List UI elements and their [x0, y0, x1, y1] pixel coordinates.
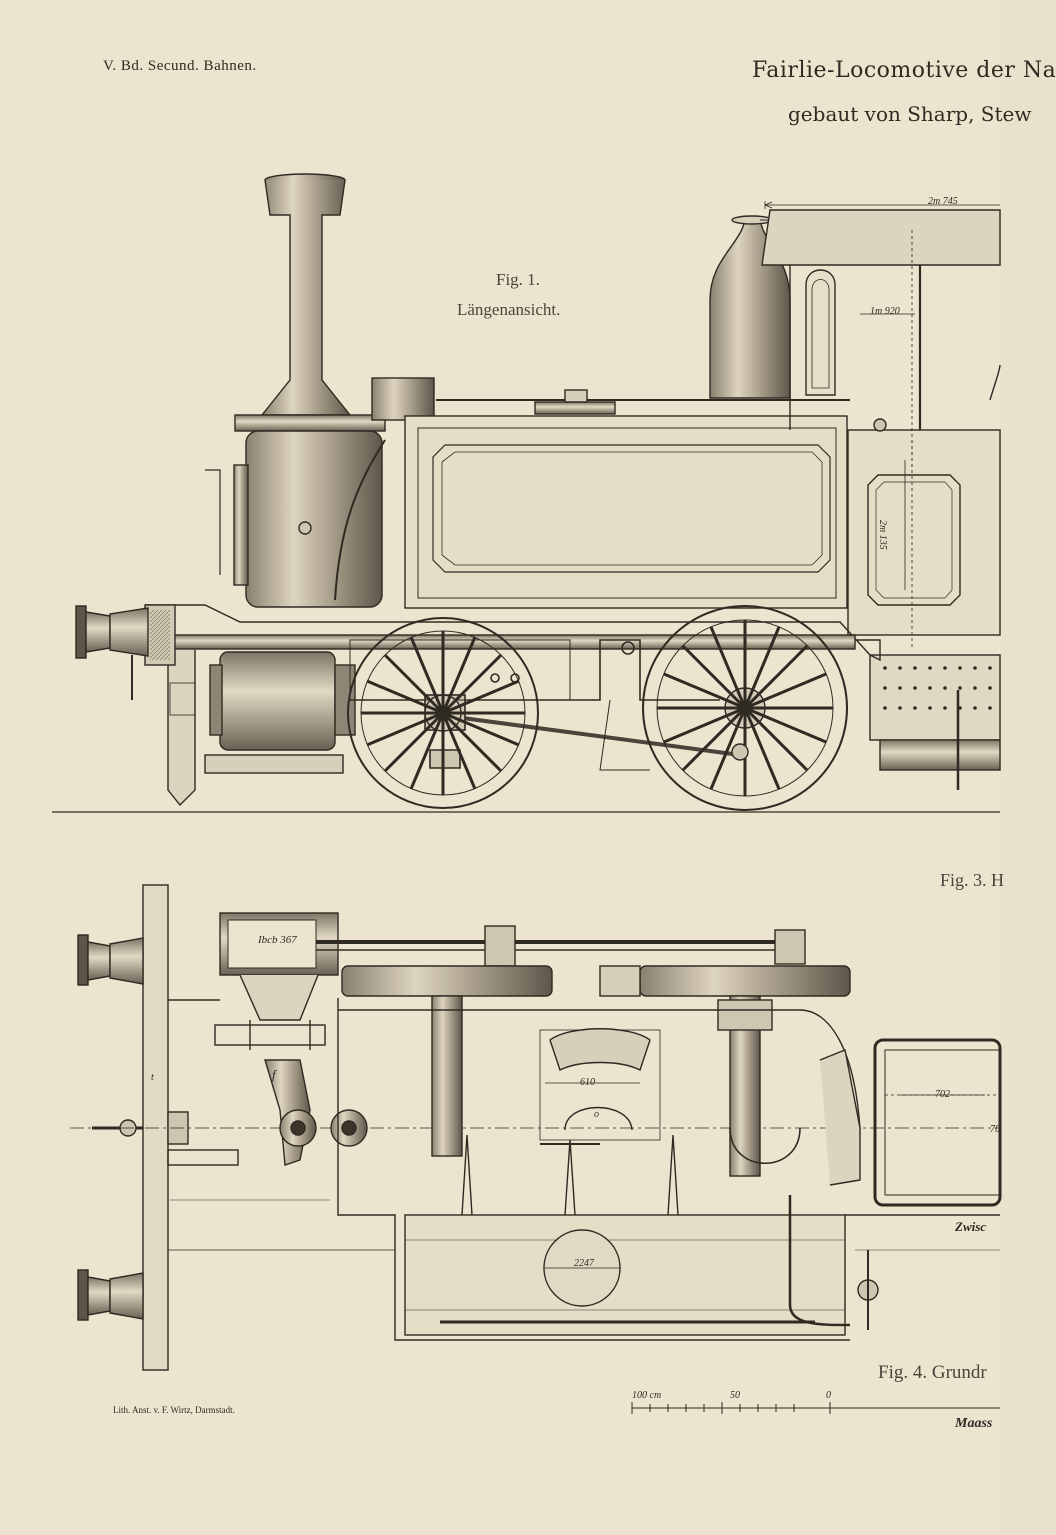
chimney: [234, 173, 386, 432]
plan-wheel-front: [341, 965, 553, 1157]
plan-wheel-rear: [639, 965, 851, 1177]
letter-f: f: [272, 1067, 276, 1082]
smokebox: [205, 430, 386, 608]
dim-cab-width: 2m 745: [928, 196, 958, 207]
letter-o: o: [594, 1109, 599, 1120]
letter-t: t: [151, 1072, 154, 1083]
plate-title: Fairlie-Locomotive der Na: [752, 58, 1056, 83]
cab: [760, 209, 1001, 790]
plan-cylinder: [214, 912, 368, 1166]
scale-label-100: 100 cm: [632, 1390, 662, 1401]
dim-cab-height: 1m 920: [870, 306, 900, 317]
valve-gear: [349, 639, 741, 771]
buffer-beam: [142, 884, 169, 1371]
front-buffer: [75, 605, 149, 700]
volume-label: V. Bd. Secund. Bahnen.: [103, 58, 257, 74]
figure-4-label: Fig. 4. Grundr: [878, 1362, 987, 1383]
plan-buffer-lower: [77, 1269, 144, 1321]
figure-1-label: Fig. 1.: [496, 270, 540, 289]
scale-bar: [631, 1402, 1000, 1414]
scale-label-0: 0: [826, 1390, 831, 1401]
engraving-plate: V. Bd. Secund. Bahnen. Fairlie-Locomotiv…: [52, 58, 1056, 1431]
plan-buffer-upper: [77, 934, 144, 986]
elevation-view: [52, 173, 1001, 813]
scale-label-50: 50: [730, 1390, 740, 1401]
lithographer-credit: Lith. Anst. v. F. Wirtz, Darmstadt.: [113, 1405, 235, 1415]
dim-firebox: 702: [935, 1089, 950, 1100]
note-zwischen: Zwisc: [955, 1219, 987, 1234]
dim-frame-span: 610: [580, 1077, 595, 1088]
figure-3-label: Fig. 3. H: [940, 870, 1005, 890]
cylinder: [204, 651, 356, 774]
sand-box: [371, 377, 435, 421]
scale-caption: Maass: [955, 1416, 993, 1431]
dim-firebox-side: 70: [990, 1124, 1000, 1135]
dim-cylinder: Ibcb 367: [258, 934, 297, 946]
wheel-front: [347, 617, 539, 809]
plan-view: [70, 884, 1002, 1371]
wheel-rear: [642, 605, 848, 811]
plate-subtitle: gebaut von Sharp, Stew: [788, 102, 1032, 126]
side-tank: [404, 415, 848, 609]
dim-side-height: 2m 135: [877, 520, 888, 550]
locomotive-drawing: [52, 173, 1002, 1414]
dim-boiler: 2247: [574, 1258, 594, 1269]
figure-1-caption: Längenansicht.: [457, 300, 561, 319]
